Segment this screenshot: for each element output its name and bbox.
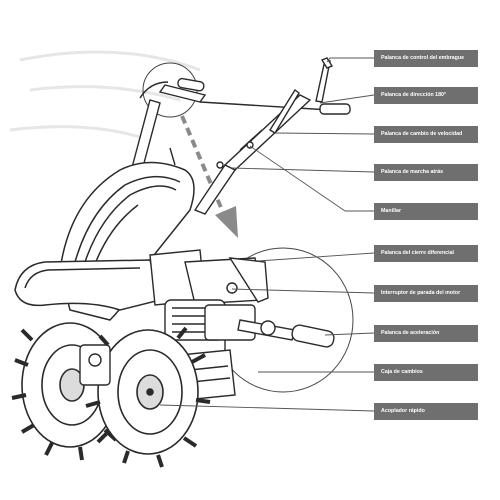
- right-wheel: [85, 326, 211, 468]
- label-gearbox: Caja de cambios: [374, 364, 478, 381]
- label-clutch-lever: Palanca de control del embrague: [374, 50, 478, 67]
- tiller-body: [14, 161, 195, 321]
- label-throttle-lever: Palanca de aceleración: [374, 325, 478, 342]
- label-engine-stop-switch: Interruptor de parada del motor: [374, 285, 478, 302]
- label-handlebar: Manillar: [374, 203, 478, 220]
- axle-hub: [79, 344, 111, 386]
- background-shading: [9, 50, 201, 142]
- label-steering-lever: Palanca de dirección 180°: [374, 87, 478, 104]
- label-diff-lock-lever: Palanca del cierre diferencial: [374, 245, 478, 262]
- label-speed-lever: Palanca de cambio de velocidad: [374, 126, 478, 143]
- label-reverse-lever: Palanca de marcha atrás: [374, 164, 478, 181]
- leader-lines: [159, 57, 375, 412]
- throttle-grip: [237, 319, 335, 348]
- label-quick-coupler: Acoplador rápido: [374, 403, 478, 420]
- zoom-arrow: [180, 115, 238, 238]
- engine: [149, 249, 269, 356]
